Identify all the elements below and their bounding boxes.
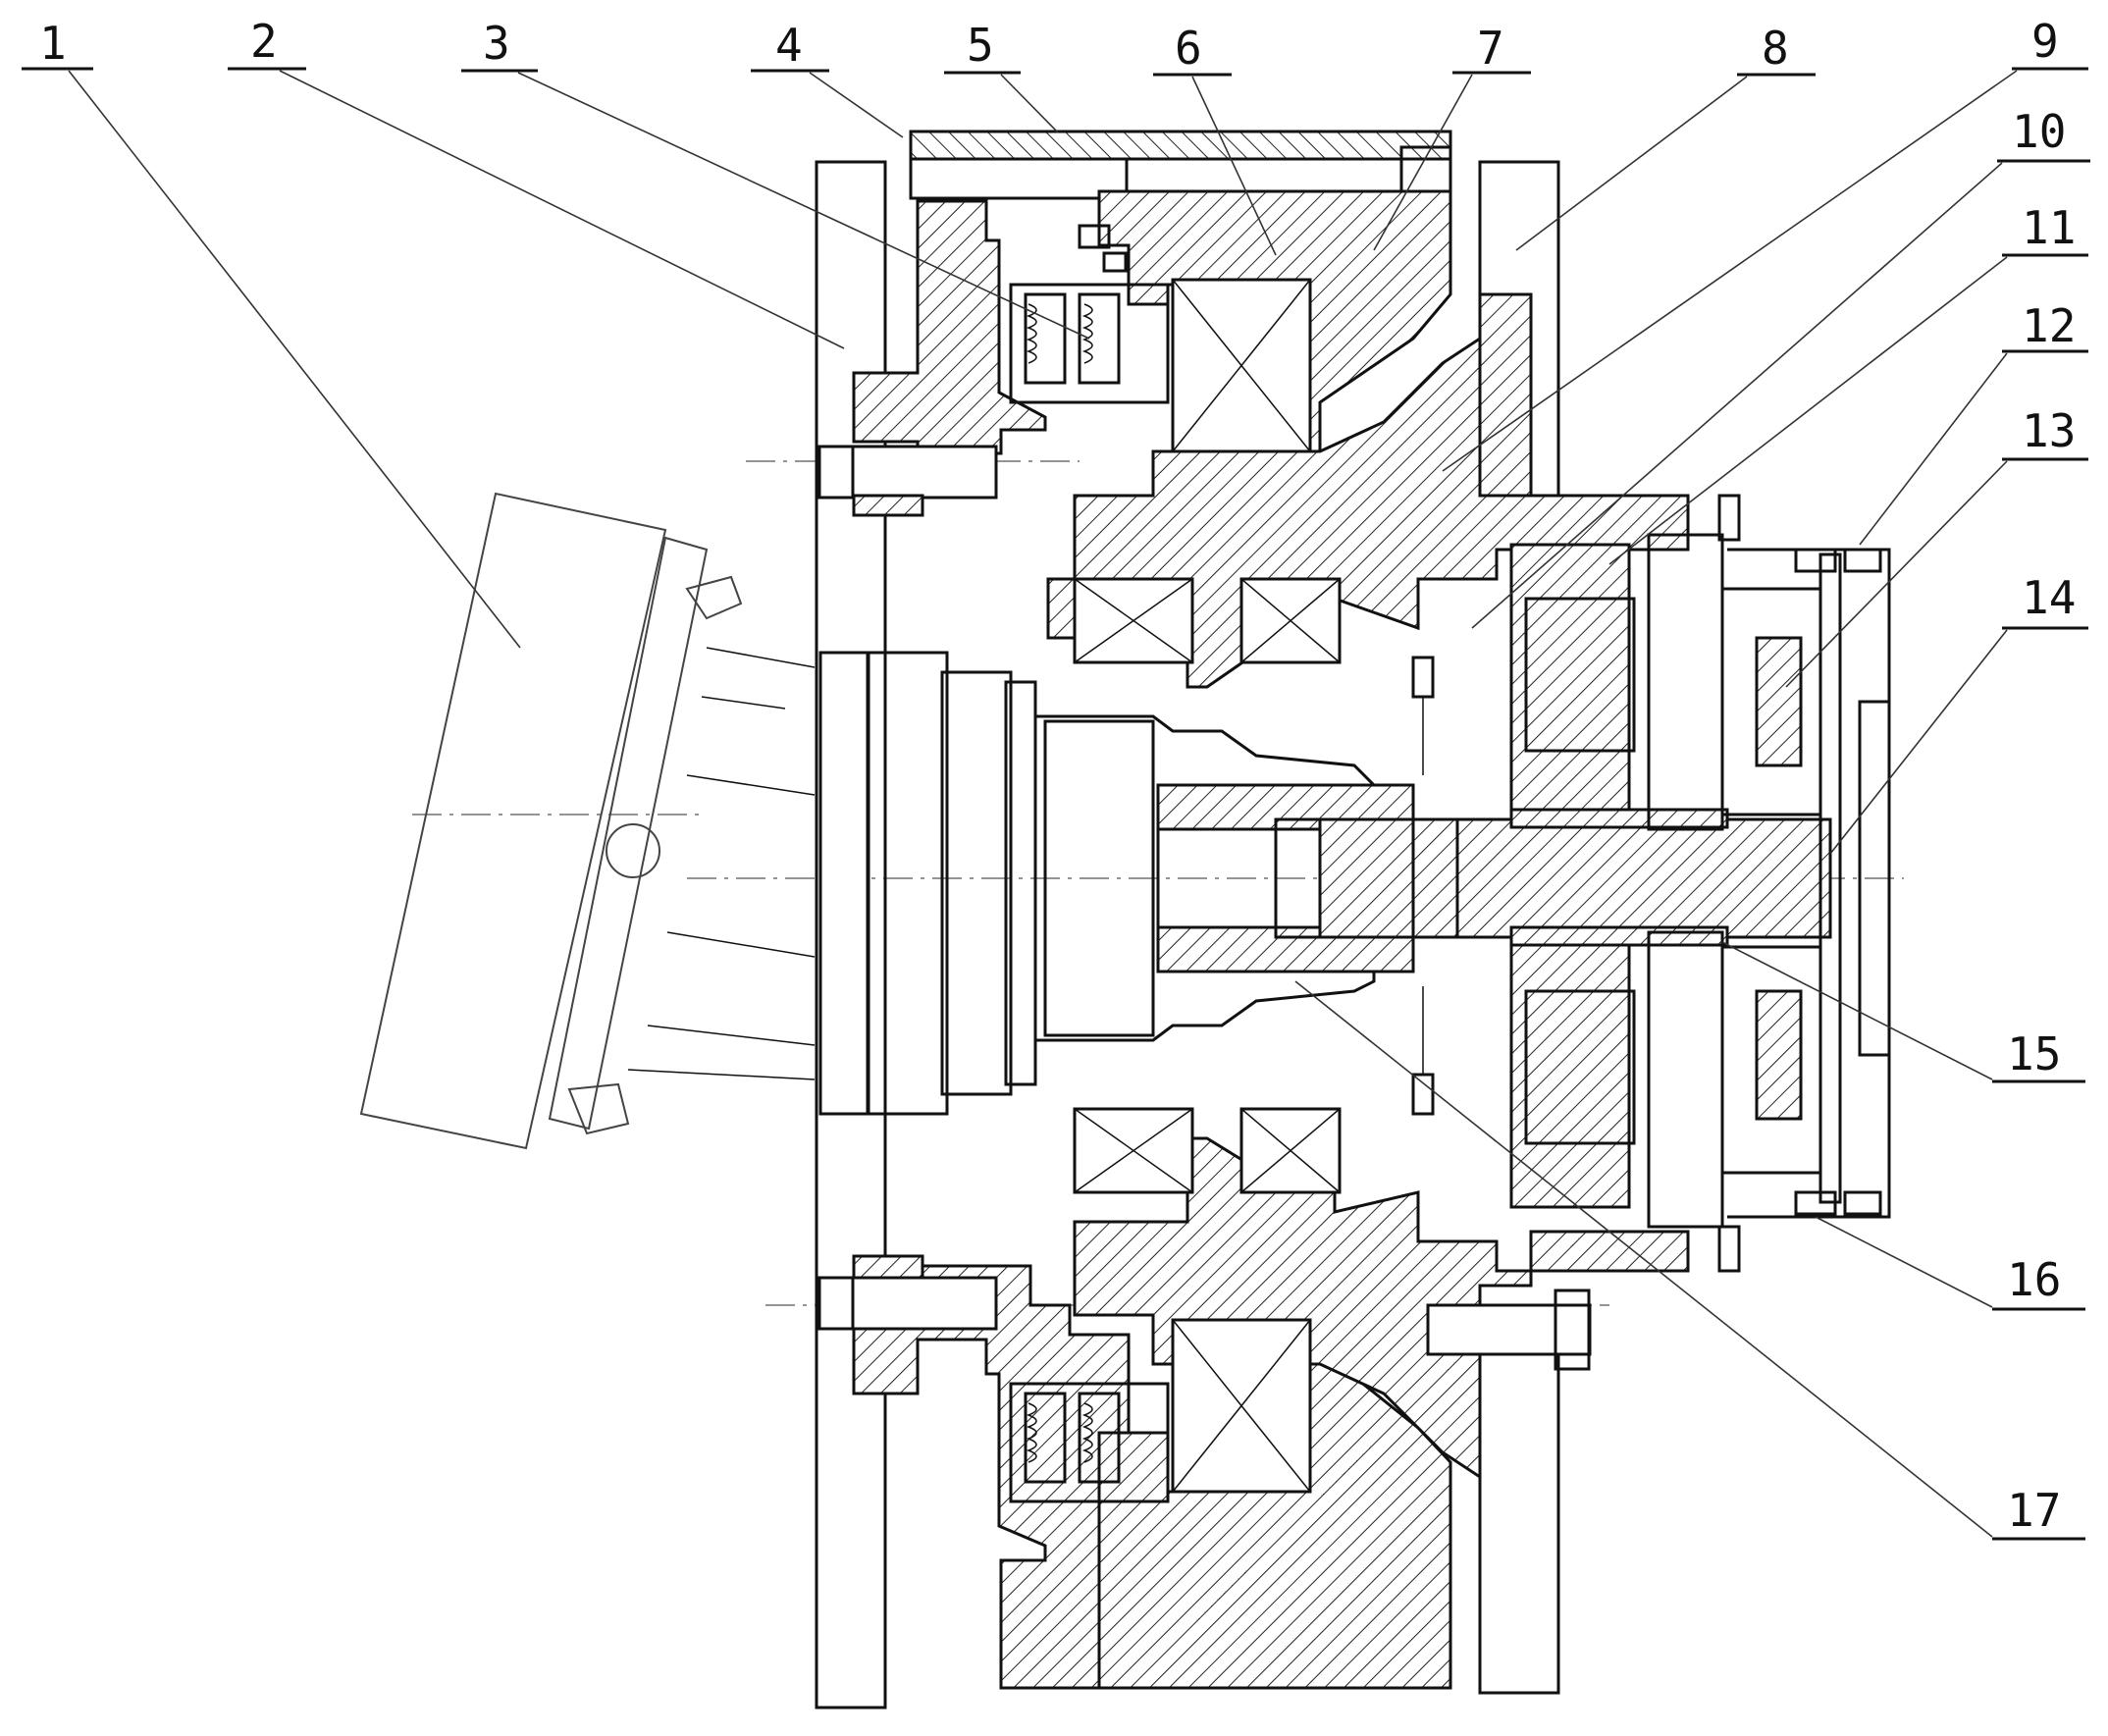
callout-12: 12 (1859, 299, 2088, 546)
svg-text:17: 17 (2007, 1484, 2061, 1537)
svg-text:11: 11 (2022, 201, 2076, 254)
svg-text:9: 9 (2031, 15, 2059, 68)
svg-text:5: 5 (967, 19, 994, 72)
callout-7: 7 (1373, 22, 1531, 251)
upper-housing (817, 189, 1690, 689)
part-2-left-plate (815, 160, 887, 1710)
callout-9: 9 (1442, 15, 2088, 472)
lower-housing (817, 1136, 1690, 1690)
svg-text:4: 4 (775, 19, 803, 72)
svg-text:7: 7 (1477, 22, 1504, 75)
callouts: 1 2 3 4 5 6 7 (22, 15, 2090, 1541)
svg-text:16: 16 (2007, 1253, 2061, 1306)
callout-11: 11 (1608, 201, 2088, 565)
svg-text:3: 3 (483, 17, 510, 70)
callout-10: 10 (1471, 105, 2090, 629)
svg-text:1: 1 (39, 17, 67, 70)
svg-text:15: 15 (2007, 1027, 2061, 1080)
callout-6: 6 (1153, 22, 1277, 256)
callout-1: 1 (22, 17, 521, 649)
callout-4: 4 (751, 19, 904, 138)
svg-text:6: 6 (1175, 22, 1202, 75)
callout-15: 15 (1721, 941, 2085, 1083)
part-8-right-plate (1478, 160, 1560, 1695)
svg-text:2: 2 (250, 15, 278, 68)
inner-bearings (1073, 577, 1342, 1194)
svg-text:12: 12 (2022, 299, 2076, 352)
callout-13: 13 (1785, 404, 2088, 688)
callout-5: 5 (944, 19, 1059, 133)
callout-17: 17 (1294, 980, 2085, 1541)
callout-14: 14 (1829, 571, 2088, 855)
svg-text:8: 8 (1762, 22, 1789, 75)
svg-text:13: 13 (2022, 404, 2076, 457)
callout-16: 16 (1815, 1216, 2085, 1311)
callout-8: 8 (1515, 22, 1816, 251)
callout-3: 3 (461, 17, 1090, 340)
svg-text:14: 14 (2022, 571, 2076, 624)
right-end-cap (1647, 494, 1891, 1273)
svg-text:10: 10 (2012, 105, 2066, 158)
central-hub (867, 543, 1832, 1209)
part-1-tilted-housing (359, 492, 816, 1150)
part-5-top-cover (909, 130, 1452, 223)
callout-2: 2 (228, 15, 845, 349)
